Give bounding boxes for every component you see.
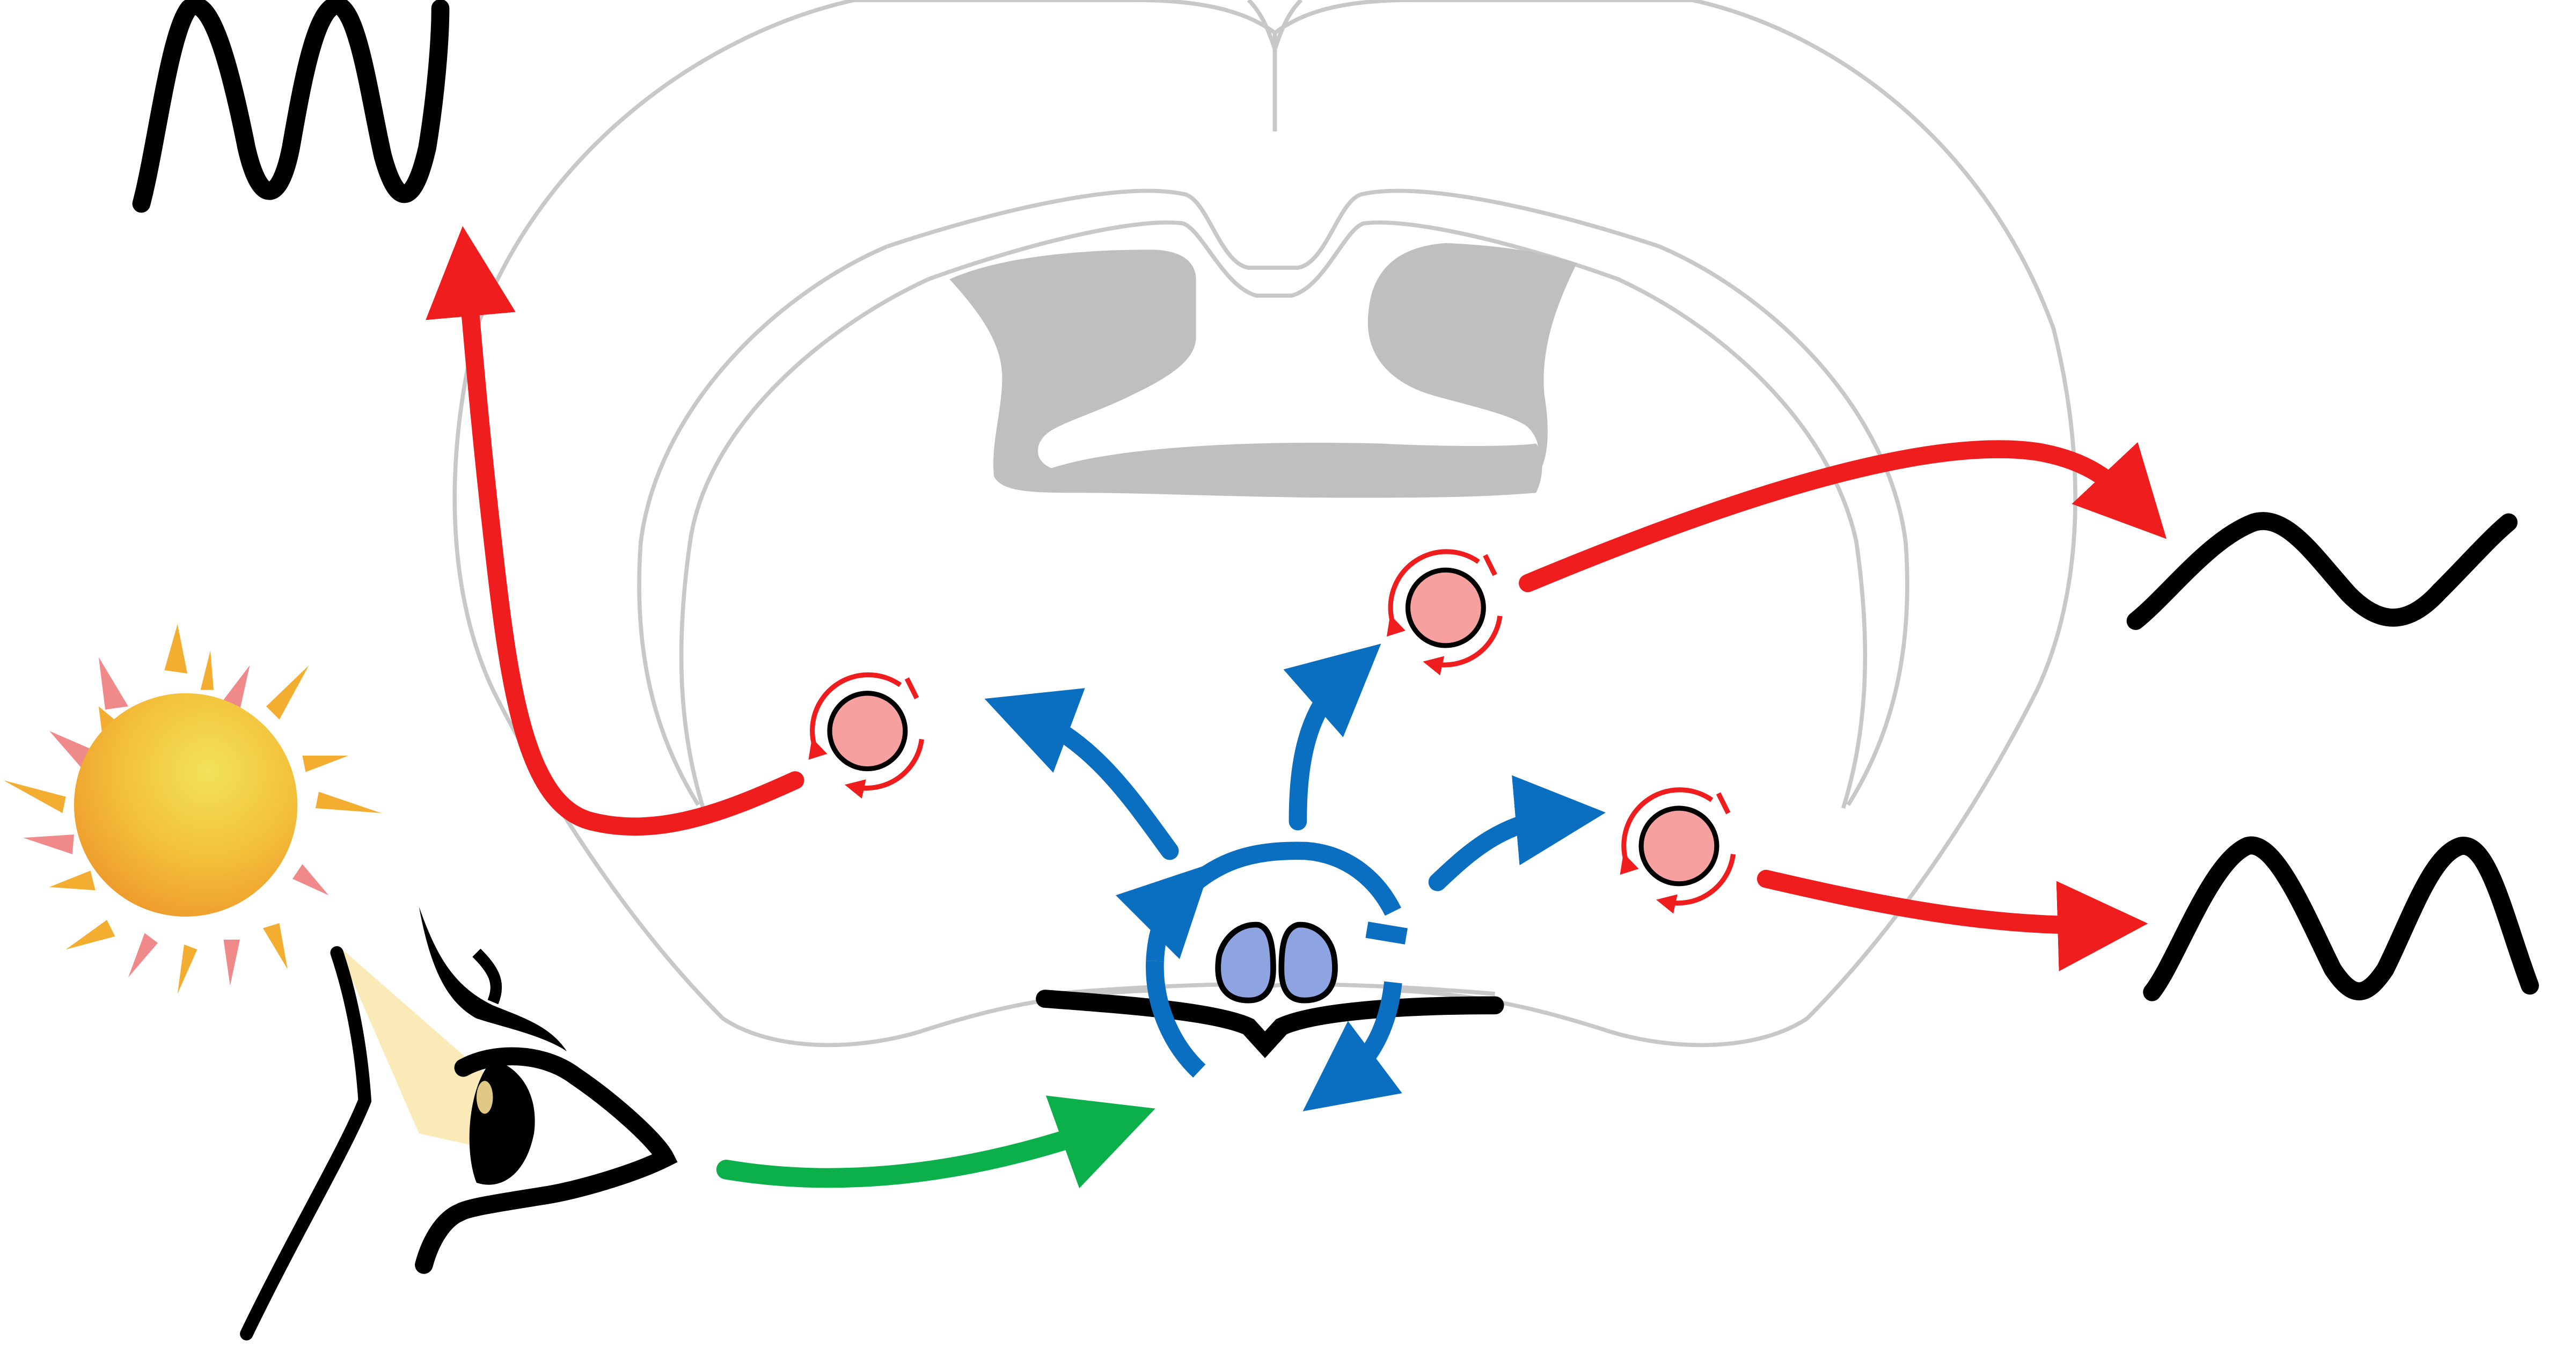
sun-disc [74, 693, 298, 917]
high-amplitude-rhythm [132, 0, 450, 213]
peripheral-oscillator-icon [827, 691, 908, 772]
eyebrow [419, 906, 567, 1052]
sun-icon [3, 624, 382, 994]
scn-arrow-to-lower-oscillator [1428, 775, 1606, 891]
oscillator-loop-arrow [1386, 549, 1480, 637]
light-beam [266, 879, 535, 1150]
lower-oscillator-output-arrow [1757, 869, 2148, 971]
left-oscillator-output-arrow [426, 226, 804, 836]
pupil-highlight [476, 1081, 493, 1114]
peripheral-oscillator-icon [1638, 806, 1719, 887]
oscillator-loop-arrow [1423, 616, 1503, 676]
eye-lids [415, 1047, 678, 1274]
eye-lash-line [472, 948, 502, 1005]
scn-cycle-arrows [1115, 841, 1402, 1111]
oscillator-loop-arrow [808, 672, 902, 760]
upper-oscillator-output-arrow [1519, 440, 2167, 592]
oscillator-loop-arrow [844, 738, 924, 799]
peripheral-oscillators [808, 549, 1736, 914]
left-oscillator [808, 672, 924, 799]
light-input-arrow [716, 1095, 1155, 1189]
upper-right-oscillator [1386, 549, 1503, 676]
oscillator-repressor-bar [1483, 554, 1497, 576]
scn-master-clock-icon [1115, 841, 1408, 1111]
scn-arrow-to-upper-oscillator [1283, 643, 1381, 831]
oscillator-loop-arrow [1656, 854, 1736, 914]
low-amplitude-rhythm [2126, 512, 2518, 630]
ventricles [949, 243, 1577, 498]
brain-section-outline [452, 0, 2077, 1048]
oscillator-output-arrows [426, 226, 2167, 971]
oscillator-repressor-bar [1716, 792, 1731, 815]
rhythm-waveforms [132, 0, 2539, 1001]
optic-chiasm [1036, 990, 1504, 1058]
face-profile [240, 946, 372, 1341]
oscillator-repressor-bar [904, 677, 919, 699]
scn-output-arrows [984, 643, 1606, 891]
oscillator-loop-arrow [1620, 787, 1714, 875]
lower-right-oscillator [1620, 787, 1736, 914]
peripheral-oscillator-icon [1405, 567, 1486, 648]
scn-nuclei [1215, 921, 1338, 1004]
medium-amplitude-rhythm [2143, 836, 2539, 1001]
eye-icon [240, 906, 678, 1341]
scn-repressor-bar [1365, 921, 1408, 945]
scn-arrow-to-left-oscillator [984, 688, 1179, 860]
